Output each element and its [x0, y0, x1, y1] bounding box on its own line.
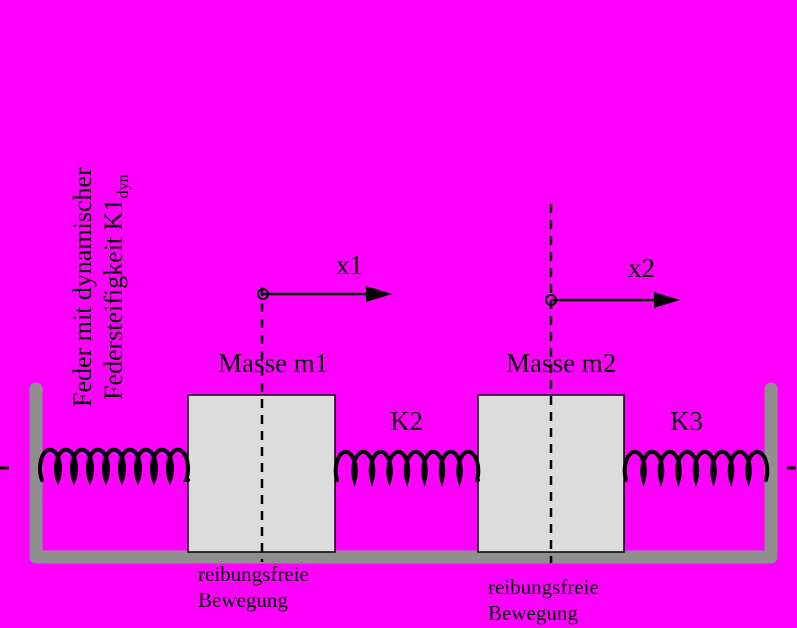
x2-arrowhead	[654, 292, 680, 308]
spring2-coil	[333, 449, 481, 488]
x2-label: x2	[628, 253, 655, 283]
friction-note-1-line1: reibungsfreie	[198, 562, 309, 586]
k3-label: K3	[670, 406, 703, 436]
x2-origin-marker	[545, 294, 557, 306]
k2-label: K2	[390, 406, 423, 436]
spring1-label: Feder mit dynamischer Federsteifigkeit K…	[67, 132, 139, 442]
friction-note-1-line2: Bewegung	[198, 588, 288, 612]
mass2-label: Masse m2	[506, 348, 617, 378]
x1-origin-marker	[257, 288, 269, 300]
spring1-label-line2: Federsteifigkeit K1dyn	[98, 174, 133, 400]
trough	[29, 382, 778, 564]
mass1-label: Masse m1	[218, 348, 329, 378]
friction-note-2-line2: Bewegung	[488, 601, 578, 625]
spring1-coil	[38, 447, 190, 486]
friction-note-2: reibungsfreie Bewegung	[488, 574, 599, 626]
x1-arrowhead	[366, 286, 392, 302]
friction-note-1: reibungsfreie Bewegung	[198, 561, 309, 613]
x1-label: x1	[336, 250, 363, 280]
spring1-label-subscript: dyn	[115, 174, 133, 199]
friction-note-2-line1: reibungsfreie	[488, 575, 599, 599]
spring1-label-line1: Feder mit dynamischer	[67, 167, 97, 407]
spring3-coil	[622, 449, 770, 488]
